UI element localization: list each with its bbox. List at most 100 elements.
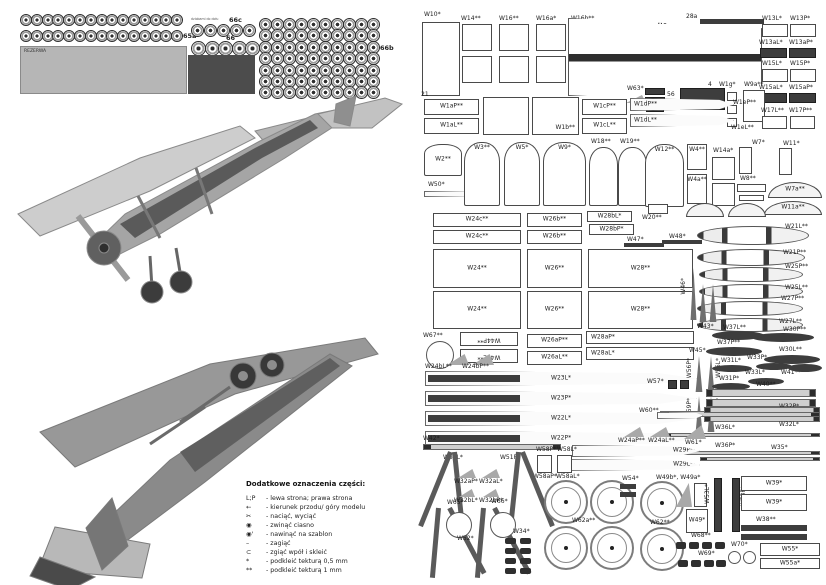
part-w28-label: W28** [630,264,651,272]
part-w28bp-label: W28bP* [599,225,624,233]
part-shape [699,284,707,322]
legend-text: kierunek przodu/ góry modelu [266,503,365,512]
wheel-hub-dot [660,547,664,551]
part-w57-label: W57* [647,378,664,385]
legend-text: podkleić tekturą 1 mm [266,566,342,575]
part-shape [728,551,741,564]
part-21-label: 21 [421,91,429,98]
part-shape [739,147,752,174]
part-w24c-label: W24c** [465,232,489,240]
part-w12-label: W12** [654,146,675,153]
part-w26: W26** [527,249,582,288]
part-w1b: W1b** [532,97,579,135]
part-w49-label: W49* [688,516,706,524]
part-w29l: W29L** [560,459,700,471]
part-shape [727,105,737,114]
part-w26ap-label: W26aP** [541,336,568,344]
part-shape [676,542,686,549]
part-shape [424,191,478,197]
part-w1-label: W1** [657,19,673,26]
spare-disc-65a [30,14,43,26]
part-shape [520,538,531,544]
part-w39: W39* [741,476,807,491]
part-w14-label: W14** [461,15,481,22]
disc-group-label-66b: 66b [380,44,394,52]
part-28a-label: 28a [686,13,698,20]
part-w46-label: W46* [680,278,687,295]
part-w28: W28** [588,291,693,329]
part-shape [712,365,752,372]
part-shape [689,542,699,549]
part-w53l-label: W53L* [704,484,711,504]
part-w35-label: W35* [771,444,788,451]
part-w1dp-label: W1dP** [634,100,658,108]
part-shape [520,548,531,554]
part-w26: W26** [527,291,582,329]
part-w1ap: W1aP** [424,99,479,115]
part-w19-label: W19** [620,138,640,145]
part-shape [741,525,807,531]
part-w21p-label: W21P** [783,249,807,256]
part-shape [544,526,588,570]
part-shape [752,333,814,342]
part-shape [706,347,762,356]
part-w29p: W29P** [572,445,700,457]
part-w28ap-label: W28aP* [591,333,615,341]
part-shape [624,427,644,437]
spare-disc-66c [230,24,243,37]
legend-row: ←kierunek przodu/ góry modelu [246,503,420,512]
aircraft-render-bottom [29,337,379,585]
legend-symbol: – [246,540,250,547]
spare-disc-65a [138,14,151,26]
part-w28bl: W28bL* [587,211,632,222]
part-w44p-label: W44P** [477,336,501,344]
part-shape [423,444,561,450]
part-w30l-label: W30L** [779,346,802,353]
part-w1dl: W1dL** [630,114,734,127]
part-w28: W28** [588,249,693,288]
part-w24-label: W24** [467,305,487,313]
legend-text: naciąć, wyciąć [266,512,316,521]
part-w43-label: W43* [697,323,714,330]
part-w23p-label: W23P* [550,394,572,402]
part-w3-label: W3** [474,144,490,151]
part-shape [697,249,805,266]
part-shape [704,560,714,567]
part-shape [544,480,588,524]
part-w52-label: W52* [457,535,474,542]
part-w26-label: W26** [544,305,565,313]
part-w2-label: W2** [435,155,451,163]
part-shape [505,568,516,574]
part-shape [715,542,725,549]
part-shape [482,469,500,478]
spare-disc-65a [138,29,151,42]
part-shape [537,455,552,473]
part-shape [620,484,636,489]
part-shape [680,380,689,389]
part-w9a-label: W9a** [744,81,764,88]
legend-symbol: ◉' [246,531,254,538]
part-w28ap: W28aP* [586,331,694,344]
legend-text: zgiąć wpół i skleić [266,548,327,557]
legend-row: ◉ zwinąć ciasno [246,521,420,530]
parts-legend: Dodatkowe oznaczenia części: L;Plewa str… [246,480,420,575]
part-w12: W12** [645,144,684,207]
part-w31l-label: W31L* [721,357,741,364]
part-w39: W39* [741,494,807,511]
part-w32al-label: W32aL* [479,478,503,485]
part-w26-label: W26** [544,264,565,272]
legend-text: zwinąć ciasno [266,521,314,530]
part-w55-label: W55* [781,545,799,553]
part-w55a-label: W55a* [779,559,801,567]
legend-symbol: ◉ [246,522,252,529]
part-shape [702,542,712,549]
wheel-inner-ring [647,534,677,564]
wheel-inner-ring [551,487,581,517]
part-shape [499,24,529,51]
part-w32p-label: W32P* [779,403,799,411]
part-w20-label: W20** [642,214,662,221]
part-w26al-label: W26aL** [541,353,568,361]
part-w39-label: W39* [765,498,783,506]
part-w49bw49a-label: W49b*, W49a* [656,474,701,481]
